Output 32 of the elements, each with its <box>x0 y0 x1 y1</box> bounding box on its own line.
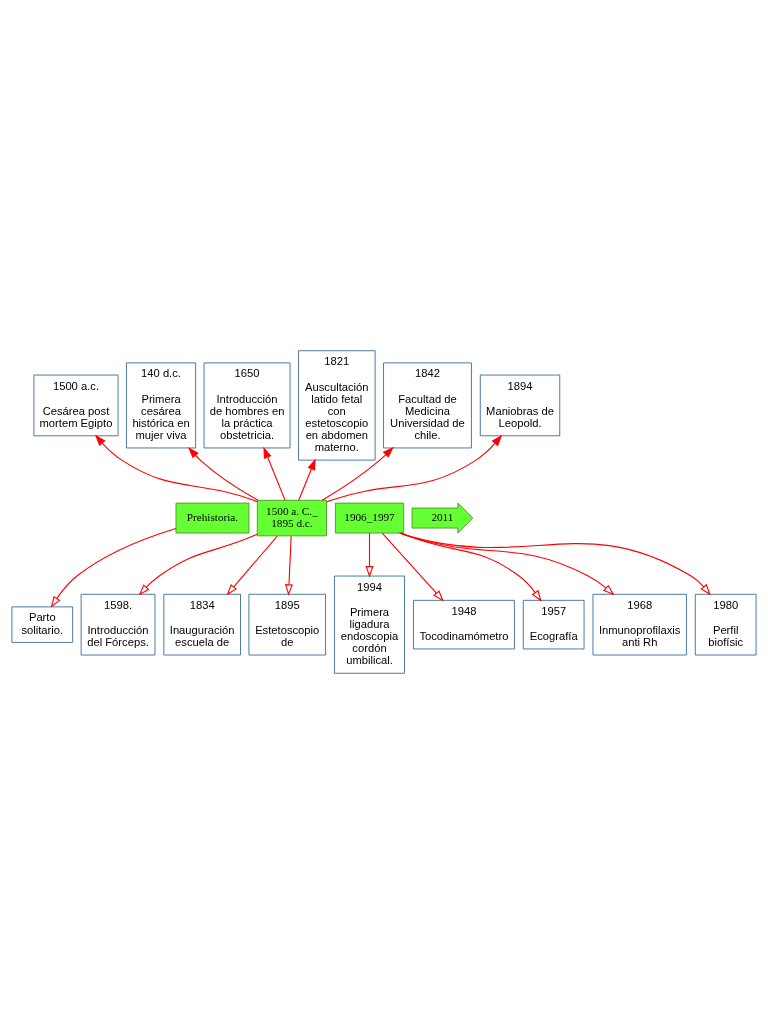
node-box: 1906_1997 <box>334 502 405 534</box>
arrow <box>326 434 503 503</box>
arrow <box>187 446 259 501</box>
node-box: 1895 Estetoscopio de <box>248 593 327 656</box>
node-box: 1842 Facultad de Medicina Universidad de chile. <box>383 362 472 449</box>
node-box: 1980 Perfil biofísic <box>694 593 757 656</box>
node-box: 1948 Tocodinamómetro <box>413 599 515 650</box>
node-box: Parto solitario. <box>11 606 74 643</box>
arrow <box>400 532 542 602</box>
arrow <box>138 533 258 596</box>
node-box: 1500 a. C._ 1895 d.c. <box>256 499 327 537</box>
arrow <box>50 527 177 608</box>
node-box: 1994 Primera ligadura endoscopia cordón umbilical. <box>334 575 406 674</box>
arrow <box>398 532 711 596</box>
node-box: 1821 Auscultación latido fetal con estetoscopio en abdomen materno. <box>298 350 376 461</box>
arrow <box>381 532 444 602</box>
arrow <box>284 535 294 596</box>
node-box: 1598. Introducción del Fórceps. <box>80 593 156 656</box>
node-box: 1500 a.c. Cesárea post mortem Egipto <box>33 374 119 437</box>
arrow <box>365 532 374 578</box>
node-box: 1894 Maniobras de Leopold. <box>479 374 561 437</box>
arrow <box>298 458 316 501</box>
node-box: 1650 Introducción de hombres en la práctica obstetricia. <box>203 362 291 449</box>
node-box: 140 d.c. Primera cesárea histórica en mujer viva <box>126 362 197 449</box>
node-box: 1968 Inmunoprofilaxis anti Rh <box>592 593 687 656</box>
node-box: Prehistoria. <box>175 502 250 534</box>
arrow <box>321 446 394 501</box>
arrow <box>226 535 278 596</box>
node-box: 1957 Ecografía <box>522 599 585 650</box>
arrow <box>94 434 258 503</box>
arrow <box>263 446 286 501</box>
node-box: 1834 Inauguración escuela de <box>163 593 241 656</box>
